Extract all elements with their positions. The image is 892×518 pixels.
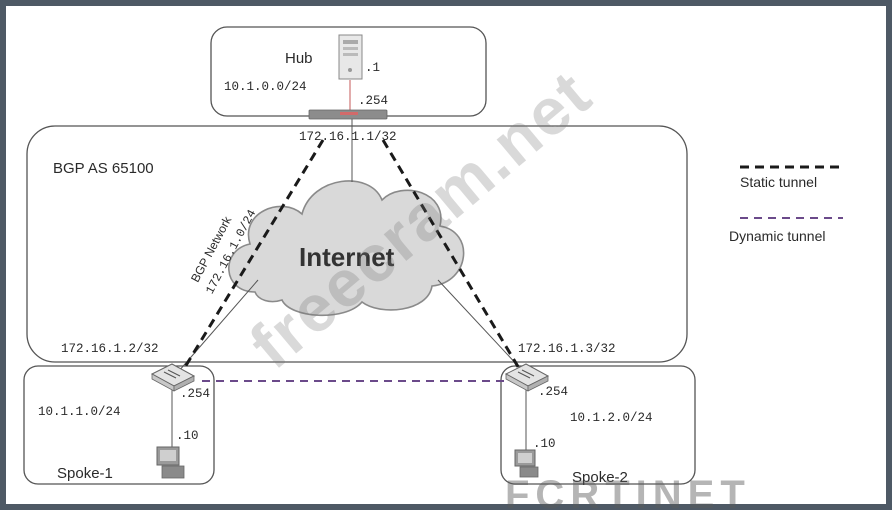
internet-cloud xyxy=(228,180,465,317)
hub-title: Hub xyxy=(285,50,313,67)
spoke1-host-ip: .10 xyxy=(176,429,199,443)
spoke2-pc-icon xyxy=(514,449,539,478)
spoke1-subnet: 10.1.1.0/24 xyxy=(38,405,121,419)
bgp-as-label: BGP AS 65100 xyxy=(53,160,154,177)
legend-static-label: Static tunnel xyxy=(740,174,818,190)
legend-dynamic-label: Dynamic tunnel xyxy=(729,228,826,244)
hub-gw-ip: .254 xyxy=(358,94,389,108)
hub-firewall-icon xyxy=(308,109,388,120)
hub-host-ip: .1 xyxy=(365,61,381,75)
spoke2-site-box xyxy=(500,365,696,485)
hub-wan-ip: 172.16.1.1/32 xyxy=(299,130,397,144)
spoke2-subnet: 10.1.2.0/24 xyxy=(570,411,653,425)
spoke1-title: Spoke-1 xyxy=(57,465,113,482)
spoke1-site-box xyxy=(23,365,215,485)
spoke1-wan-ip: 172.16.1.2/32 xyxy=(61,342,159,356)
spoke2-firewall-icon xyxy=(504,363,550,392)
internet-label: Internet xyxy=(299,242,395,272)
spoke1-pc-icon xyxy=(156,446,185,479)
spoke1-uplink xyxy=(177,279,259,373)
spoke1-gw-ip: .254 xyxy=(180,387,211,401)
spoke1-firewall-icon xyxy=(150,363,196,392)
spoke2-gw-ip: .254 xyxy=(538,385,569,399)
spoke2-uplink xyxy=(437,279,521,369)
hub-subnet: 10.1.0.0/24 xyxy=(224,80,307,94)
hub-server-icon xyxy=(338,34,363,80)
fortinet-logo: FCRTINET xyxy=(505,473,751,517)
spoke2-wan-ip: 172.16.1.3/32 xyxy=(518,342,616,356)
spoke2-host-ip: .10 xyxy=(533,437,556,451)
bgp-as-region xyxy=(26,125,688,363)
static-tunnel-spoke1 xyxy=(180,139,325,373)
spoke2-title: Spoke-2 xyxy=(572,469,628,486)
